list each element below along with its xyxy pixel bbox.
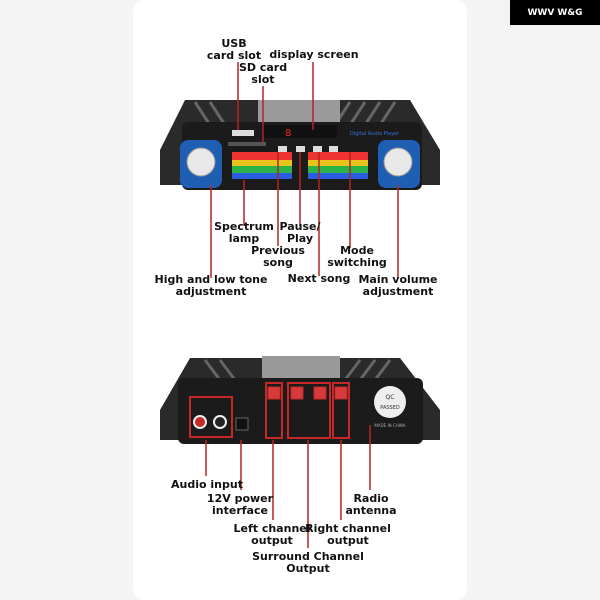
made-in-china-text: MADE IN CHINA: [374, 423, 405, 428]
label-next-song: Next song: [287, 272, 351, 285]
callout-lines: [205, 62, 399, 548]
passed-text: PASSED: [380, 405, 400, 411]
label-right-channel: Right channel output: [305, 522, 391, 547]
amplifier-front: 8 Digital Audio Player: [160, 100, 440, 190]
logo-mark: WWV: [527, 7, 555, 18]
label-tone-adjustment: High and low tone adjustment: [154, 273, 268, 298]
label-audio-input: Audio input: [171, 478, 243, 491]
display-digit: 8: [285, 128, 291, 139]
label-surround-channel: Surround Channel Output: [252, 550, 364, 575]
label-spectrum-lamp: Spectrum lamp: [214, 220, 274, 245]
tone-knob[interactable]: [186, 147, 216, 177]
previous-button[interactable]: [278, 146, 287, 152]
spectrum-lamp: [232, 152, 368, 179]
audio-input-white[interactable]: [213, 415, 227, 429]
terminal-surround-1[interactable]: [290, 386, 304, 400]
label-power-interface: 12V power interface: [206, 492, 274, 517]
qc-text: QC: [386, 394, 395, 401]
qc-sticker: [374, 386, 406, 418]
audio-input-red[interactable]: [193, 415, 207, 429]
terminal-surround-2[interactable]: [313, 386, 327, 400]
next-button[interactable]: [313, 146, 322, 152]
amplifier-rear: QC PASSED MADE IN CHINA: [160, 356, 440, 444]
mode-button[interactable]: [329, 146, 338, 152]
label-main-volume: Main volume adjustment: [358, 273, 438, 298]
label-display-screen: display screen: [269, 48, 359, 61]
brand-name: W&G: [557, 7, 583, 18]
label-mode-switching: Mode switching: [327, 244, 387, 269]
terminal-right[interactable]: [334, 386, 348, 400]
panel-text: Digital Audio Player: [350, 131, 400, 137]
label-usb-card-slot: USB card slot: [206, 37, 262, 62]
label-previous-song: Previous song: [251, 244, 305, 269]
label-left-channel: Left channel output: [233, 522, 311, 547]
label-pause-play: Pause/ Play: [279, 220, 321, 245]
terminal-left[interactable]: [267, 386, 281, 400]
power-jack[interactable]: [235, 417, 249, 431]
sd-slot[interactable]: [228, 142, 266, 146]
label-sd-card-slot: SD card slot: [238, 61, 288, 86]
pause-play-button[interactable]: [296, 146, 305, 152]
label-radio-antenna: Radio antenna: [345, 492, 397, 517]
usb-slot[interactable]: [232, 130, 254, 136]
volume-knob[interactable]: [383, 147, 413, 177]
